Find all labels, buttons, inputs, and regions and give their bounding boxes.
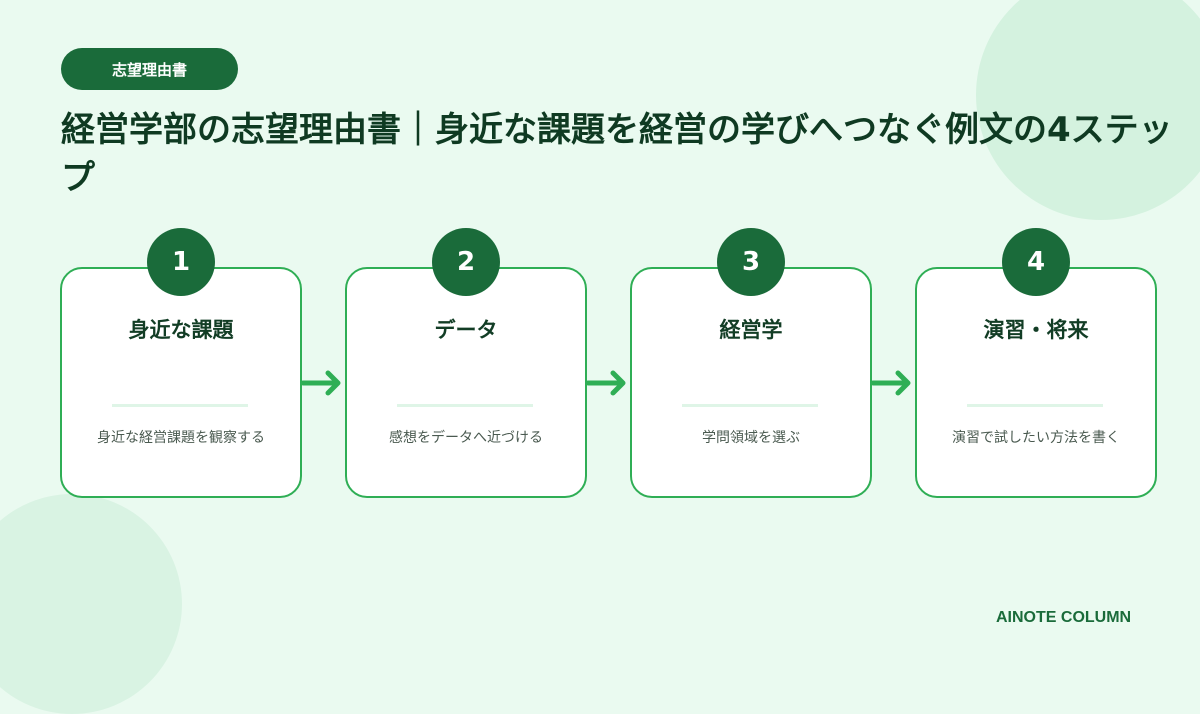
step-description: 身近な経営課題を観察する — [97, 430, 265, 446]
step-description: 学問領域を選ぶ — [702, 430, 800, 446]
step-card-frame — [630, 267, 872, 498]
step-card-frame — [60, 267, 302, 498]
arrow-right-icon — [586, 370, 626, 396]
arrow-right-icon — [301, 370, 341, 396]
step-divider — [112, 404, 248, 407]
step-card-frame — [345, 267, 587, 498]
step-divider — [397, 404, 533, 407]
step-card-1: 1 身近な課題 身近な経営課題を観察する — [60, 228, 302, 500]
step-number-badge: 1 — [147, 228, 215, 296]
step-description: 演習で試したい方法を書く — [952, 430, 1120, 446]
step-divider — [682, 404, 818, 407]
step-number-badge: 2 — [432, 228, 500, 296]
page-title: 経営学部の志望理由書｜身近な課題を経営の学びへつなぐ例文の4ステップ — [61, 110, 1173, 198]
footer-brand: AINOTE COLUMN — [996, 609, 1132, 626]
step-description: 感想をデータへ近づける — [389, 430, 543, 446]
step-label: 身近な課題 — [128, 318, 234, 342]
arrow-right-icon — [871, 370, 911, 396]
step-label: データ — [434, 318, 498, 342]
decorative-circle-top-right — [976, 0, 1200, 220]
decorative-circle-bottom-left — [0, 494, 182, 714]
step-label: 経営学 — [719, 318, 783, 342]
step-divider — [967, 404, 1103, 407]
step-card-frame — [915, 267, 1157, 498]
step-label: 演習・将来 — [983, 318, 1089, 342]
step-card-2: 2 データ 感想をデータへ近づける — [345, 228, 587, 500]
category-badge: 志望理由書 — [61, 48, 238, 90]
step-card-4: 4 演習・将来 演習で試したい方法を書く — [915, 228, 1157, 500]
step-number-badge: 4 — [1002, 228, 1070, 296]
step-number-badge: 3 — [717, 228, 785, 296]
step-card-3: 3 経営学 学問領域を選ぶ — [630, 228, 872, 500]
